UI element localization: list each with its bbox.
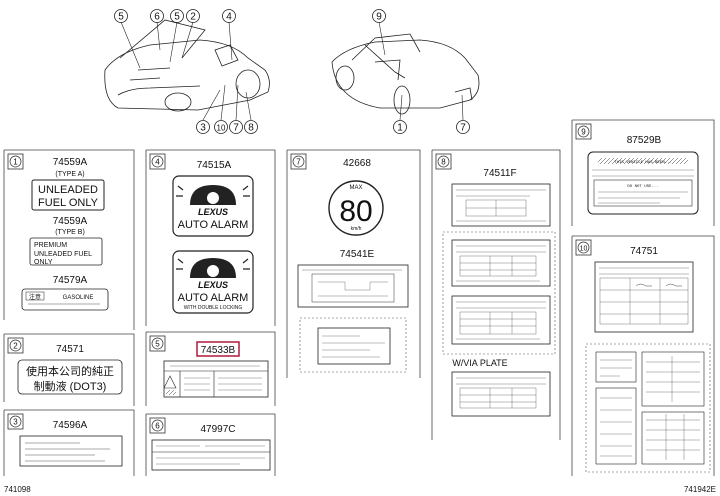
section-8: 8 74511F W/VIA PLATE — [431, 149, 561, 440]
section-3: 3 74596A — [3, 409, 135, 476]
highlight-74533B — [196, 341, 240, 357]
diagram-text: 10 — [580, 246, 588, 253]
section-1-number: 1 — [13, 158, 18, 167]
diagram-text: 2 — [190, 12, 196, 23]
diagram-text: 3 — [13, 418, 18, 427]
diagram-text: LEXUS — [198, 280, 228, 290]
diagram-text: AUTO ALARM — [178, 219, 249, 231]
footer-right-code: 741942E — [684, 485, 716, 494]
footer-left-code: 741098 — [4, 485, 31, 494]
alarm-emblem-1 — [176, 185, 250, 205]
diagram-text: 8 — [248, 123, 254, 134]
diagram-text: 1 — [397, 123, 403, 134]
section-4: 4 74515A LEXUS AUTO ALARM LEXUS AUTO ALA… — [145, 149, 276, 326]
speed-value: 80 — [339, 195, 372, 228]
part-number: 47997C — [200, 424, 235, 435]
diagram-text: 8 — [441, 158, 446, 167]
brake-fluid-label-line-1: 使用本公司的純正 — [26, 364, 114, 378]
callouts-front: 5 6 5 2 4 3 10 7 8 — [114, 9, 258, 134]
diagram-text: GASOLINE — [63, 295, 94, 301]
section-5: 5 74533B — [145, 331, 276, 406]
diagram-text: WITH DOUBLE LOCKING — [184, 305, 243, 311]
part-number: 42668 — [343, 158, 371, 169]
diagram-text: LEXUS — [198, 207, 228, 217]
section-6: 6 47997C — [145, 413, 276, 476]
diagram-text: 7 — [233, 123, 239, 134]
diagram-text: 7 — [296, 158, 301, 167]
section-2: 2 74571 使用本公司的純正 制動液 (DOT3) — [3, 333, 135, 406]
diagram-text: 10 — [217, 124, 226, 133]
diagram-text: 5 — [118, 12, 124, 23]
diagram-text: FUEL ONLY — [38, 197, 99, 209]
diagram-text: 4 — [226, 12, 232, 23]
label-unleaded: UNLEADED — [38, 184, 98, 196]
diagram-text: 注意 — [29, 293, 41, 301]
diagram-text: DO NOT USE... — [627, 185, 658, 189]
diagram-text: 6 — [154, 12, 160, 23]
diagram-text: 9 — [581, 128, 586, 137]
section-1: 1 74559A (TYPE A) UNLEADED FUEL ONLY 745… — [3, 149, 135, 330]
part-number: 74541E — [340, 249, 375, 260]
part-number: 74751 — [630, 246, 658, 257]
alarm-emblem-2 — [176, 258, 250, 278]
diagram-text: (TYPE B) — [55, 229, 85, 236]
part-number: 74596A — [53, 420, 88, 431]
part-number: 74559A — [53, 157, 88, 168]
diagram-text: km/h — [351, 226, 362, 232]
label-premium: PREMIUM — [34, 242, 67, 249]
diagram-text: 5 — [174, 12, 180, 23]
diagram-text: AUTO ALARM — [178, 292, 249, 304]
diagram-text: 9 — [376, 12, 382, 23]
diagram-text: THIS VEHICLE HAS BEEN... — [614, 161, 672, 165]
section-10: 10 74751 — [571, 235, 715, 476]
diagram-text: 2 — [13, 342, 18, 351]
diagram-text: MAX — [349, 185, 362, 191]
part-number: 74571 — [56, 344, 84, 355]
part-number: 74511F — [483, 168, 516, 179]
diagram-text: 制動液 (DOT3) — [34, 379, 107, 393]
part-number: 74559A — [53, 216, 88, 227]
via-plate-label: W/VIA PLATE — [452, 358, 507, 368]
part-number: 74515A — [197, 160, 232, 171]
part-number: 74579A — [53, 275, 88, 286]
section-7: 7 42668 MAX 80 km/h 74541E — [286, 149, 421, 378]
diagram-text: UNLEADED FUEL — [34, 251, 92, 258]
car-illustration-front — [104, 19, 270, 112]
callouts-rear: 9 1 7 — [372, 9, 470, 134]
diagram-text: 5 — [155, 340, 160, 349]
diagram-text: (TYPE A) — [55, 171, 84, 178]
diagram-text: 7 — [460, 123, 466, 134]
speed-sign — [328, 180, 384, 236]
car-illustration-rear — [331, 33, 480, 115]
part-number-highlighted: 74533B — [201, 345, 236, 356]
part-number: 87529B — [627, 135, 662, 146]
diagram-text: 3 — [200, 123, 206, 134]
diagram-text: 4 — [155, 158, 160, 167]
diagram-text: ONLY — [34, 259, 53, 266]
section-9: 9 87529B THIS VEHICLE HAS BEEN... DO NOT… — [571, 119, 715, 226]
diagram-text: 6 — [155, 422, 160, 431]
